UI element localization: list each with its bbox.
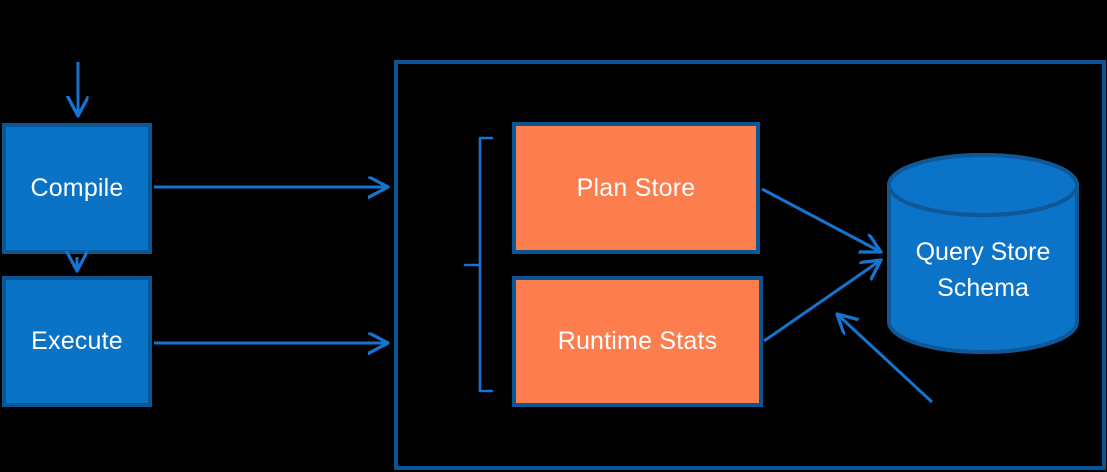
node-execute-label: Execute (31, 327, 123, 355)
node-compile: Compile (2, 123, 152, 254)
query-store-container-box (394, 60, 1106, 470)
node-compile-label: Compile (30, 174, 124, 202)
node-query-store-schema-label: Query Store Schema (915, 238, 1051, 302)
node-runtime-stats: Runtime Stats (512, 276, 763, 407)
node-runtime-stats-label: Runtime Stats (557, 327, 718, 355)
node-plan-store-label: Plan Store (576, 173, 696, 202)
node-plan-store: Plan Store (512, 122, 760, 254)
node-execute: Execute (2, 276, 152, 407)
